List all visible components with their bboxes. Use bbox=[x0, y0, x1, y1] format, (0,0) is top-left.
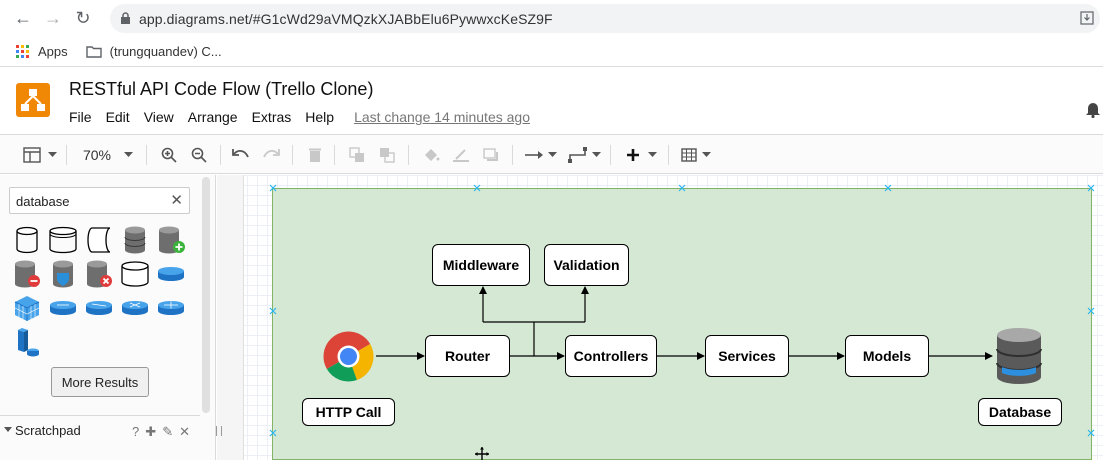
url-text: app.diagrams.net/#G1cWd29aVMQzkXJABbElu6… bbox=[139, 10, 553, 27]
data-storage-shape-icon[interactable] bbox=[84, 225, 114, 255]
database-server-icon[interactable] bbox=[120, 225, 150, 255]
storage-disk-3-icon[interactable] bbox=[84, 293, 114, 323]
move-cursor-icon bbox=[475, 447, 489, 460]
help-icon[interactable]: ? bbox=[132, 424, 140, 439]
table-chevron-down-icon[interactable] bbox=[700, 135, 712, 175]
menu-arrange[interactable]: Arrange bbox=[187, 109, 238, 125]
waypoint-icon[interactable] bbox=[566, 135, 590, 175]
menu-edit[interactable]: Edit bbox=[105, 109, 130, 125]
line-color-icon[interactable] bbox=[450, 135, 472, 175]
edit-pencil-icon[interactable]: ✎ bbox=[162, 424, 174, 439]
node-middleware[interactable]: Middleware bbox=[432, 244, 530, 286]
bookmarks-bar: Apps (trungquandev) C... bbox=[0, 37, 1103, 67]
shapes-sidebar: ✕ More Results Scratchpad ? ✚ ✎ bbox=[0, 175, 216, 460]
node-router[interactable]: Router bbox=[425, 335, 510, 377]
reload-icon[interactable]: ↻ bbox=[75, 8, 91, 28]
redo-icon[interactable] bbox=[260, 135, 282, 175]
delete-icon[interactable] bbox=[304, 135, 326, 175]
app-header: RESTful API Code Flow (Trello Clone) Fil… bbox=[0, 68, 1103, 134]
toolbar: 70% bbox=[0, 134, 1103, 174]
lock-icon bbox=[121, 12, 130, 24]
storage-disk-5-icon[interactable] bbox=[156, 293, 186, 323]
storage-disk-2-icon[interactable] bbox=[48, 293, 78, 323]
cylinder-outline-icon[interactable] bbox=[120, 259, 150, 289]
back-arrow-icon[interactable]: ← bbox=[14, 8, 32, 28]
insert-plus-icon[interactable] bbox=[622, 135, 644, 175]
node-controllers[interactable]: Controllers bbox=[565, 335, 657, 377]
shadow-icon[interactable] bbox=[480, 135, 502, 175]
folder-icon bbox=[85, 46, 102, 58]
url-box[interactable]: app.diagrams.net/#G1cWd29aVMQzkXJABbElu6… bbox=[110, 4, 1100, 33]
more-results-button[interactable]: More Results bbox=[51, 367, 149, 397]
database-icon[interactable] bbox=[994, 327, 1044, 387]
menu-help[interactable]: Help bbox=[305, 109, 335, 125]
last-change-link[interactable]: Last change 14 minutes ago bbox=[354, 109, 530, 125]
menu-bar: File Edit View Arrange Extras Help Last … bbox=[69, 109, 530, 125]
selection-handles bbox=[269, 184, 1095, 437]
undo-icon[interactable] bbox=[230, 135, 252, 175]
bookmark-apps-label: Apps bbox=[38, 44, 68, 59]
node-http-call[interactable]: HTTP Call bbox=[302, 398, 395, 426]
scratchpad-tools: ? ✚ ✎ ✕ bbox=[132, 424, 190, 440]
chevron-down-icon[interactable] bbox=[46, 135, 58, 175]
fill-color-icon[interactable] bbox=[420, 135, 442, 175]
download-icon[interactable] bbox=[1080, 11, 1094, 25]
menu-extras[interactable]: Extras bbox=[251, 109, 292, 125]
node-validation[interactable]: Validation bbox=[544, 244, 629, 286]
storage-cube-icon[interactable] bbox=[12, 293, 42, 323]
database-add-icon[interactable] bbox=[156, 225, 186, 255]
clear-search-icon[interactable]: ✕ bbox=[170, 192, 183, 209]
storage-disk-4-icon[interactable] bbox=[120, 293, 150, 323]
storage-server-icon[interactable] bbox=[12, 327, 42, 357]
node-models[interactable]: Models bbox=[845, 335, 929, 377]
sidebar-collapse-handle[interactable] bbox=[216, 426, 222, 436]
to-back-icon[interactable] bbox=[376, 135, 398, 175]
insert-chevron-down-icon[interactable] bbox=[646, 135, 658, 175]
document-title[interactable]: RESTful API Code Flow (Trello Clone) bbox=[69, 79, 374, 99]
connection-arrow-icon[interactable] bbox=[522, 135, 546, 175]
scratchpad-title: Scratchpad bbox=[15, 423, 81, 438]
waypoint-chevron-down-icon[interactable] bbox=[590, 135, 602, 175]
drawio-logo bbox=[16, 83, 50, 117]
green-container[interactable] bbox=[272, 188, 1092, 460]
shape-search-input[interactable] bbox=[16, 192, 166, 210]
apps-grid-icon bbox=[16, 44, 29, 58]
zoom-out-icon[interactable] bbox=[188, 135, 210, 175]
close-icon[interactable]: ✕ bbox=[179, 424, 190, 439]
cylinder-shape-icon[interactable] bbox=[12, 225, 42, 255]
scratchpad-header[interactable]: Scratchpad ? ✚ ✎ ✕ bbox=[0, 415, 200, 445]
node-database[interactable]: Database bbox=[978, 398, 1062, 426]
bookmark-apps[interactable]: Apps bbox=[16, 44, 68, 59]
to-front-icon[interactable] bbox=[346, 135, 368, 175]
bell-icon[interactable] bbox=[1085, 100, 1101, 118]
chrome-browser-icon[interactable] bbox=[322, 330, 375, 383]
zoom-level[interactable]: 70% bbox=[82, 147, 112, 163]
forward-arrow-icon[interactable]: → bbox=[44, 8, 62, 28]
table-icon[interactable] bbox=[678, 135, 700, 175]
zoom-in-icon[interactable] bbox=[158, 135, 180, 175]
database-remove-icon[interactable] bbox=[12, 259, 42, 289]
menu-view[interactable]: View bbox=[143, 109, 174, 125]
caret-down-icon bbox=[4, 427, 12, 432]
database-error-icon[interactable] bbox=[84, 259, 114, 289]
bookmark-folder-label: (trungquandev) C... bbox=[109, 44, 222, 59]
canvas-ruler-strip bbox=[217, 175, 244, 460]
connection-chevron-down-icon[interactable] bbox=[546, 135, 558, 175]
format-panel-icon[interactable] bbox=[20, 135, 44, 175]
sidebar-scrollbar[interactable] bbox=[202, 177, 210, 413]
storage-disk-icon[interactable] bbox=[156, 259, 186, 289]
cylinder-wide-shape-icon[interactable] bbox=[48, 225, 78, 255]
node-services[interactable]: Services bbox=[705, 335, 789, 377]
zoom-chevron-down-icon[interactable] bbox=[122, 135, 134, 175]
shape-search-box: ✕ bbox=[9, 187, 190, 214]
bookmark-folder[interactable]: (trungquandev) C... bbox=[85, 44, 222, 59]
add-icon[interactable]: ✚ bbox=[145, 424, 157, 439]
drawio-logo-icon bbox=[21, 89, 45, 111]
menu-file[interactable]: File bbox=[69, 109, 92, 125]
browser-address-bar: ← → ↻ app.diagrams.net/#G1cWd29aVMQzkXJA… bbox=[0, 0, 1103, 37]
database-shield-icon[interactable] bbox=[48, 259, 78, 289]
